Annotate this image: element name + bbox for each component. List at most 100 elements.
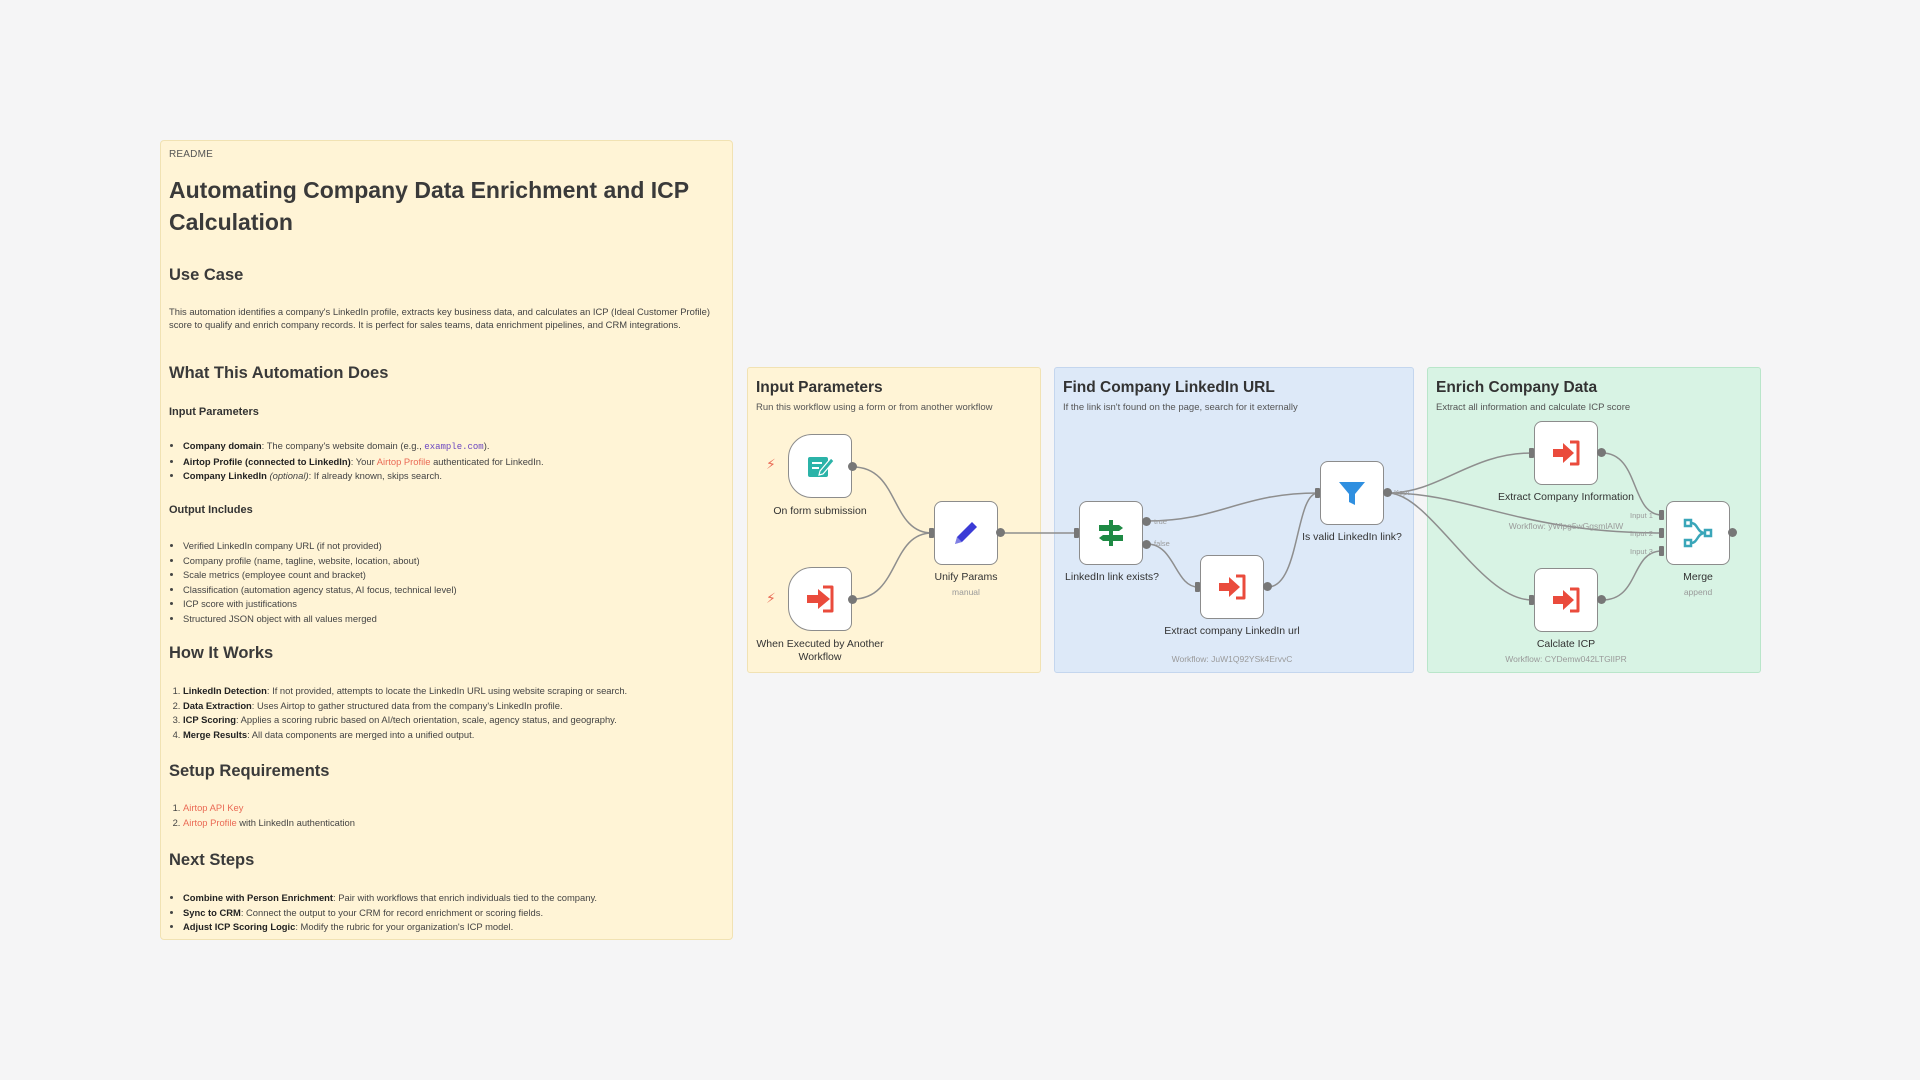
output-port[interactable] (848, 462, 857, 471)
group-title: Find Company LinkedIn URL (1063, 379, 1275, 396)
how-heading: How It Works (169, 644, 274, 662)
pencil-icon (955, 522, 977, 544)
input-port[interactable] (1074, 528, 1079, 538)
airtop-profile-link[interactable]: Airtop Profile (376, 455, 431, 467)
input-port-2[interactable] (1659, 528, 1664, 538)
input-port-1[interactable] (1659, 510, 1664, 520)
extract-company-linkedin-url-node[interactable] (1200, 555, 1264, 619)
list-item: Airtop Profile with LinkedIn authenticat… (183, 816, 724, 831)
group-subtitle: If the link isn't found on the page, sea… (1063, 402, 1298, 413)
if-icon (1099, 520, 1123, 546)
group-title: Input Parameters (756, 379, 883, 396)
list-item: ICP score with justifications (183, 597, 724, 612)
list-item: Sync to CRM: Connect the output to your … (183, 906, 724, 921)
list-item: LinkedIn Detection: If not provided, att… (183, 684, 724, 699)
list-item: Scale metrics (employee count and bracke… (183, 568, 724, 583)
node-subtitle: append (1683, 587, 1713, 597)
output-port[interactable] (1597, 448, 1606, 457)
use-case-heading: Use Case (169, 266, 244, 284)
list-item: Company domain: The company's website do… (183, 439, 724, 455)
trigger-bolt-icon: ⚡ (766, 456, 776, 472)
list-item: ICP Scoring: Applies a scoring rubric ba… (183, 713, 724, 728)
next-heading: Next Steps (169, 851, 255, 869)
output-port[interactable] (1263, 582, 1272, 591)
on-form-submission-node[interactable] (788, 434, 852, 498)
input-1-label: Input 1 (1630, 511, 1653, 520)
input-2-label: Input 2 (1630, 529, 1653, 538)
calclate-icp-node[interactable] (1534, 568, 1598, 632)
group-title: Enrich Company Data (1436, 379, 1598, 396)
true-label: true (1154, 517, 1167, 526)
list-item: Company LinkedIn (optional): If already … (183, 469, 724, 484)
group-subtitle: Extract all information and calculate IC… (1436, 402, 1631, 413)
node-label: Extract Company Information (1498, 491, 1634, 503)
list-item: Structured JSON object with all values m… (183, 612, 724, 627)
input-port[interactable] (1529, 595, 1534, 605)
output-heading: Output Includes (169, 504, 253, 516)
kept-label: Kept (1394, 488, 1410, 497)
node-label: When Executed by Another Workflow (756, 638, 884, 663)
unify-params-node[interactable] (934, 501, 998, 565)
input-port[interactable] (1315, 488, 1320, 498)
node-subtitle: Workflow: JuW1Q92YSk4ErvvC (1171, 654, 1293, 664)
setup-heading: Setup Requirements (169, 762, 330, 780)
input-3-label: Input 3 (1630, 547, 1653, 556)
node-label: Calclate ICP (1536, 638, 1596, 650)
node-label: Extract company LinkedIn url (1164, 625, 1300, 637)
list-item: Airtop Profile (connected to LinkedIn): … (183, 455, 724, 470)
trigger-bolt-icon: ⚡ (766, 590, 776, 606)
group-subtitle: Run this workflow using a form or from a… (756, 402, 993, 413)
node-subtitle: Workflow: yWlpg5wGgsmlAIW (1508, 521, 1624, 531)
extract-company-information-node[interactable] (1534, 421, 1598, 485)
next-list: Combine with Person Enrichment: Pair wit… (169, 891, 724, 935)
input-port[interactable] (1529, 448, 1534, 458)
when-executed-node[interactable] (788, 567, 852, 631)
what-heading: What This Automation Does (169, 364, 389, 382)
execute-workflow-icon (1219, 574, 1246, 600)
input-port-3[interactable] (1659, 546, 1664, 556)
output-list: Verified LinkedIn company URL (if not pr… (169, 539, 724, 627)
node-label: Unify Params (934, 571, 998, 583)
node-label: LinkedIn link exists? (1065, 571, 1159, 583)
readme-tag: README (169, 149, 213, 160)
setup-list: Airtop API Key Airtop Profile with Linke… (169, 801, 724, 830)
list-item: Merge Results: All data components are m… (183, 728, 724, 743)
output-port[interactable] (1728, 528, 1737, 537)
how-list: LinkedIn Detection: If not provided, att… (169, 684, 724, 742)
list-item: Adjust ICP Scoring Logic: Modify the rub… (183, 920, 724, 935)
form-icon (808, 457, 835, 477)
list-item: Classification (automation agency status… (183, 583, 724, 598)
airtop-profile-link[interactable]: Airtop Profile (183, 816, 237, 828)
merge-icon (1683, 518, 1713, 548)
node-label: Merge (1683, 571, 1713, 583)
execute-workflow-icon (1553, 587, 1580, 613)
airtop-api-key-link[interactable]: Airtop API Key (183, 802, 244, 813)
node-label: On form submission (773, 505, 867, 517)
input-port[interactable] (1195, 582, 1200, 592)
output-port[interactable] (996, 528, 1005, 537)
list-item: Data Extraction: Uses Airtop to gather s… (183, 699, 724, 714)
list-item: Combine with Person Enrichment: Pair wit… (183, 891, 724, 906)
node-subtitle: Workflow: CYDemw042LTGlIPR (1505, 654, 1627, 664)
input-heading: Input Parameters (169, 406, 259, 418)
false-output-port[interactable] (1142, 540, 1151, 549)
execute-workflow-icon (1553, 440, 1580, 466)
node-label: Is valid LinkedIn link? (1302, 531, 1402, 543)
use-case-text: This automation identifies a company's L… (169, 306, 710, 330)
input-port[interactable] (929, 528, 934, 538)
true-output-port[interactable] (1142, 517, 1151, 526)
output-port[interactable] (848, 595, 857, 604)
kept-output-port[interactable] (1383, 488, 1392, 497)
sign-in-icon (807, 585, 834, 613)
output-port[interactable] (1597, 595, 1606, 604)
readme-note[interactable]: README Automating Company Data Enrichmen… (160, 140, 733, 940)
filter-icon (1339, 482, 1365, 505)
is-valid-linkedin-link-node[interactable] (1320, 461, 1384, 525)
list-item: Company profile (name, tagline, website,… (183, 554, 724, 569)
false-label: false (1154, 539, 1170, 548)
list-item: Verified LinkedIn company URL (if not pr… (183, 539, 724, 554)
linkedin-link-exists-node[interactable] (1079, 501, 1143, 565)
readme-title: Automating Company Data Enrichment and I… (169, 177, 689, 235)
input-list: Company domain: The company's website do… (169, 439, 724, 484)
merge-node[interactable] (1666, 501, 1730, 565)
